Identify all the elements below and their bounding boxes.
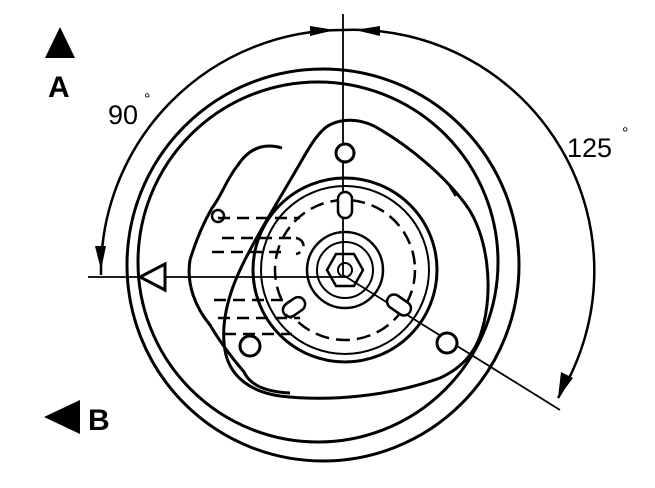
view-a-marker: A: [45, 27, 75, 104]
view-b-label: B: [88, 404, 110, 437]
alignment-triangle-icon: [136, 261, 167, 293]
inner-disc: [136, 80, 500, 444]
arrowhead-icon: [95, 246, 106, 270]
angle-125-dimension: 125 °: [310, 26, 628, 399]
arrow-left-icon: [44, 400, 80, 434]
view-b-marker: B: [44, 400, 110, 437]
angle-90-dimension: 90 °: [95, 28, 344, 276]
arrowhead-icon: [310, 26, 335, 36]
angle-125-degree: °: [622, 125, 628, 142]
hole-top: [334, 142, 356, 164]
arrowhead-icon: [558, 372, 573, 398]
angle-90-value: 90: [108, 100, 138, 130]
mounting-holes: [210, 142, 459, 358]
hidden-lines: [212, 216, 305, 336]
view-a-label: A: [48, 71, 70, 104]
bearing-slots: [281, 190, 413, 319]
arrow-up-icon: [45, 27, 75, 58]
angle-125-value: 125: [567, 133, 612, 163]
bearing-assembly: [251, 176, 439, 364]
casting-outline: [187, 144, 291, 395]
hole-bottom-left: [238, 334, 262, 358]
arrowhead-icon: [355, 26, 380, 36]
hole-bottom-right: [435, 331, 459, 355]
plate-mark: [448, 185, 458, 197]
hole-casting: [210, 208, 226, 224]
outer-disc: [125, 67, 521, 463]
hex-nut-icon: [325, 252, 365, 288]
angle-90-degree: °: [144, 91, 150, 108]
